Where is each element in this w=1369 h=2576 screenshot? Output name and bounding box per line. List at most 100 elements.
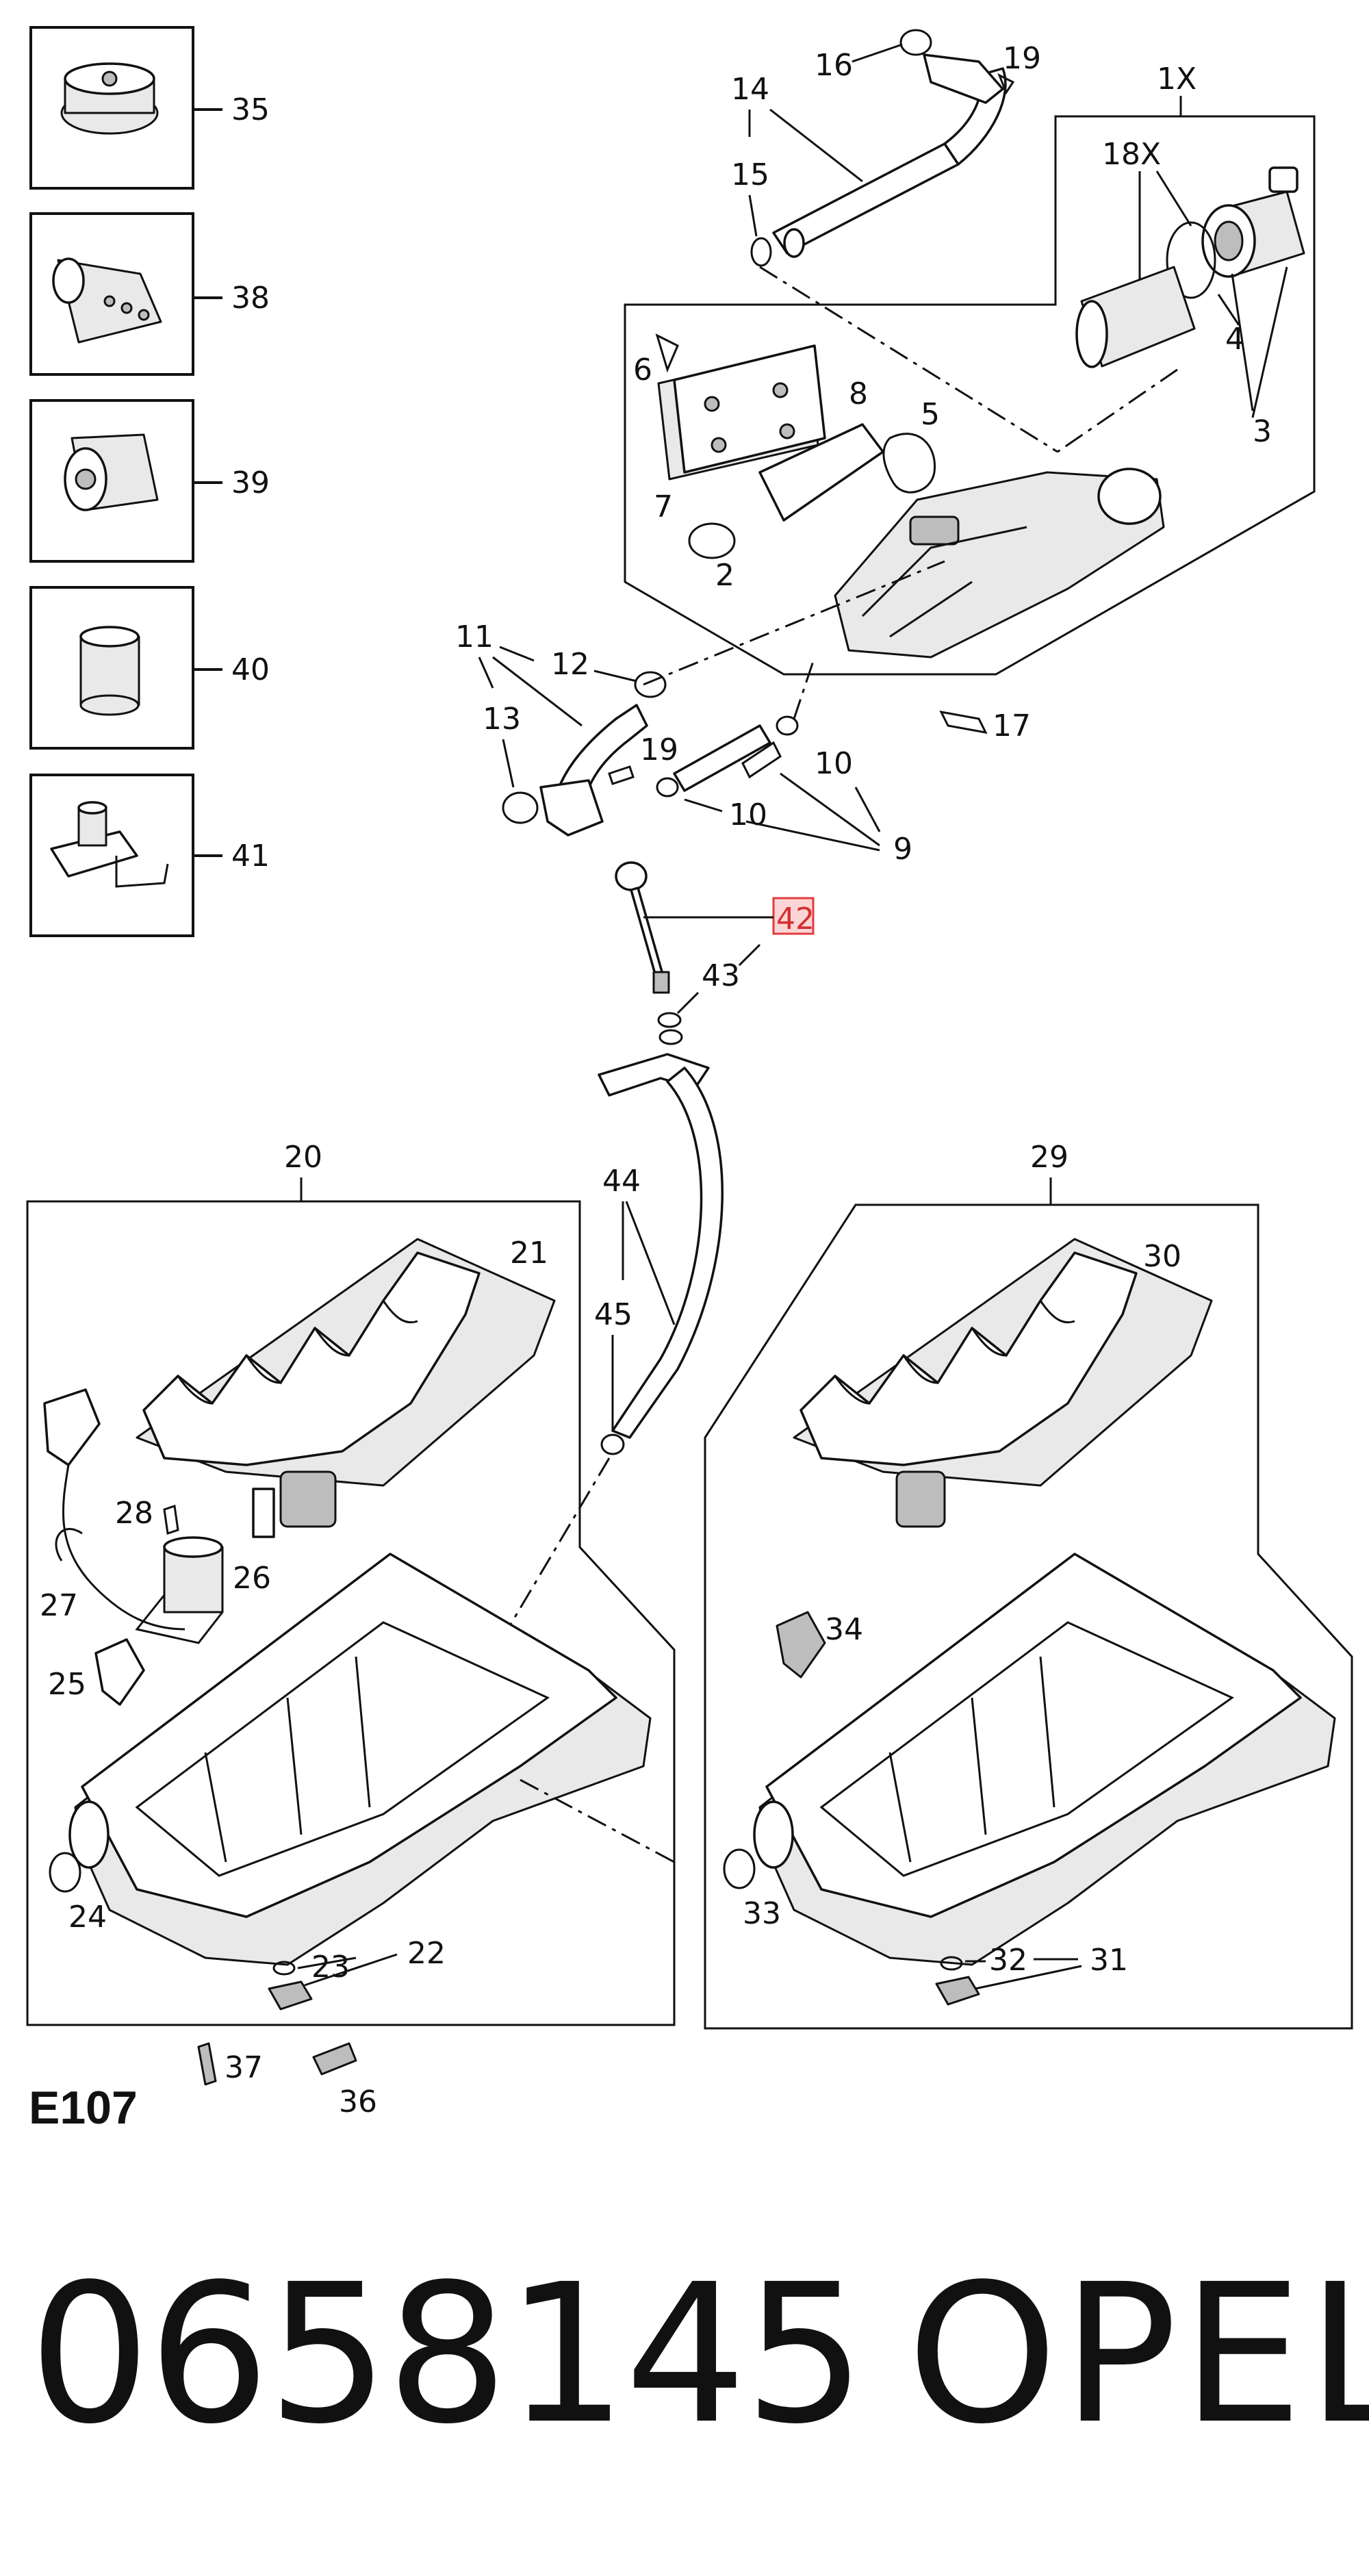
callout-44[interactable]: 44: [602, 1164, 641, 1199]
seal-ring-16[interactable]: [899, 29, 932, 56]
oil-filter-element[interactable]: [1075, 266, 1196, 368]
seal-ring-15[interactable]: [750, 237, 772, 267]
filter-cap-part[interactable]: [1201, 166, 1305, 278]
callout-25[interactable]: 25: [48, 1667, 86, 1702]
gasket-5[interactable]: [882, 433, 936, 494]
callout-3[interactable]: 3: [1253, 414, 1272, 449]
bolt-37[interactable]: [197, 2042, 217, 2086]
seal-ring-12[interactable]: [634, 671, 667, 698]
callout-8[interactable]: 8: [849, 377, 868, 411]
oil-pan-part-right[interactable]: [753, 1553, 1336, 1966]
callout-16[interactable]: 16: [815, 48, 853, 83]
callout-9[interactable]: 9: [893, 832, 912, 867]
seal-ring-43[interactable]: [657, 1012, 682, 1028]
bolt-19-mid[interactable]: [608, 765, 635, 785]
seal-ring-32[interactable]: [940, 1956, 963, 1971]
oil-level-sensor-harness[interactable]: [43, 1388, 185, 1631]
seal-ring-4[interactable]: [1166, 221, 1216, 299]
thumbnail-38[interactable]: 38: [29, 212, 270, 376]
callout-35[interactable]: 35: [231, 92, 270, 127]
oil-level-sensor-26[interactable]: [135, 1536, 224, 1644]
seal-ring-10a[interactable]: [656, 777, 679, 798]
bolt-36[interactable]: [312, 2042, 357, 2076]
thumbnail-35[interactable]: 35: [29, 26, 270, 190]
brand-name: OPEL: [907, 2243, 1369, 2466]
clip-25[interactable]: [94, 1638, 145, 1706]
callout-10b[interactable]: 10: [729, 798, 767, 832]
callout-28[interactable]: 28: [115, 1496, 153, 1531]
seal-ring-33[interactable]: [723, 1848, 756, 1889]
part-number: 0658145: [29, 2243, 866, 2466]
callout-37[interactable]: 37: [225, 2050, 263, 2085]
callout-30[interactable]: 30: [1143, 1239, 1181, 1274]
callout-38[interactable]: 38: [231, 281, 270, 316]
oil-pan-part[interactable]: [68, 1553, 652, 1966]
bolt-28[interactable]: [163, 1505, 179, 1535]
seal-ring-45[interactable]: [600, 1433, 625, 1455]
thumbnail-40[interactable]: 40: [29, 586, 270, 750]
callout-32[interactable]: 32: [989, 1943, 1027, 1978]
oil-pan-assembly-20: 20 21 28 26 27 25: [26, 1140, 676, 2026]
callout-19a[interactable]: 19: [1003, 41, 1041, 76]
callout-17[interactable]: 17: [993, 709, 1031, 743]
callout-19b[interactable]: 19: [640, 732, 678, 767]
seal-ring-23[interactable]: [272, 1961, 296, 1976]
callout-29[interactable]: 29: [1030, 1140, 1069, 1175]
callout-43[interactable]: 43: [702, 958, 740, 993]
callout-27[interactable]: 27: [40, 1588, 78, 1623]
callout-36[interactable]: 36: [339, 2084, 377, 2119]
callout-41[interactable]: 41: [231, 839, 270, 873]
oil-cooler-part[interactable]: [657, 344, 826, 481]
thumbnail-39[interactable]: 39: [29, 399, 270, 563]
bolt-19-top[interactable]: [997, 73, 1015, 95]
callout-23[interactable]: 23: [311, 1950, 350, 1985]
callout-31[interactable]: 31: [1090, 1943, 1128, 1978]
callout-1x[interactable]: 1X: [1157, 62, 1197, 97]
callout-42[interactable]: 42: [776, 902, 815, 936]
seal-ring-13[interactable]: [502, 791, 539, 824]
dipstick-callout-highlight[interactable]: 42: [772, 897, 815, 936]
callout-39[interactable]: 39: [231, 466, 270, 500]
callout-13[interactable]: 13: [483, 702, 521, 737]
callout-40[interactable]: 40: [231, 652, 270, 687]
callout-20[interactable]: 20: [284, 1140, 322, 1175]
callout-21[interactable]: 21: [510, 1236, 548, 1271]
callout-24[interactable]: 24: [68, 1900, 107, 1935]
bearing-bridge-30[interactable]: [793, 1238, 1213, 1528]
callout-18x[interactable]: 18X: [1102, 137, 1161, 172]
oil-pipe-9[interactable]: [673, 724, 782, 792]
bearing-bridge-21[interactable]: [136, 1238, 556, 1538]
seal-ring-24[interactable]: [49, 1852, 81, 1893]
callout-10a[interactable]: 10: [815, 746, 853, 781]
callout-11[interactable]: 11: [455, 620, 494, 654]
bolt-17[interactable]: [939, 710, 988, 735]
thumbnail-41[interactable]: 41: [29, 774, 270, 937]
oil-pipe-11[interactable]: [539, 704, 648, 837]
dipstick-tube-44[interactable]: [598, 1053, 724, 1439]
callout-26[interactable]: 26: [233, 1561, 271, 1596]
callout-6[interactable]: 6: [633, 353, 652, 387]
dipstick-part[interactable]: [615, 861, 670, 994]
callout-5[interactable]: 5: [921, 397, 940, 432]
callout-45[interactable]: 45: [594, 1297, 632, 1332]
callout-14[interactable]: 14: [731, 72, 769, 107]
bolt-6[interactable]: [655, 333, 679, 373]
seal-ring-10b[interactable]: [776, 715, 799, 736]
drain-plug-22[interactable]: [268, 1980, 313, 2011]
seal-ring-43b[interactable]: [658, 1029, 683, 1045]
drain-plug-31[interactable]: [935, 1976, 980, 2006]
callout-34[interactable]: 34: [825, 1612, 863, 1647]
filter-housing-part[interactable]: [834, 468, 1165, 659]
seal-ring-2[interactable]: [688, 522, 736, 559]
callout-7[interactable]: 7: [654, 489, 673, 524]
oil-pan-assembly-29: 29 30 34 33 32 31: [704, 1140, 1353, 2030]
oil-pipe-14[interactable]: [772, 53, 1007, 258]
highlight-box-42: [772, 897, 815, 935]
callout-33[interactable]: 33: [743, 1896, 781, 1931]
callout-15[interactable]: 15: [731, 157, 769, 192]
diagram-code: E107: [29, 2082, 138, 2134]
clip-34[interactable]: [776, 1611, 826, 1679]
callout-22[interactable]: 22: [407, 1936, 446, 1971]
callout-2[interactable]: 2: [715, 558, 734, 593]
callout-12[interactable]: 12: [551, 647, 589, 682]
